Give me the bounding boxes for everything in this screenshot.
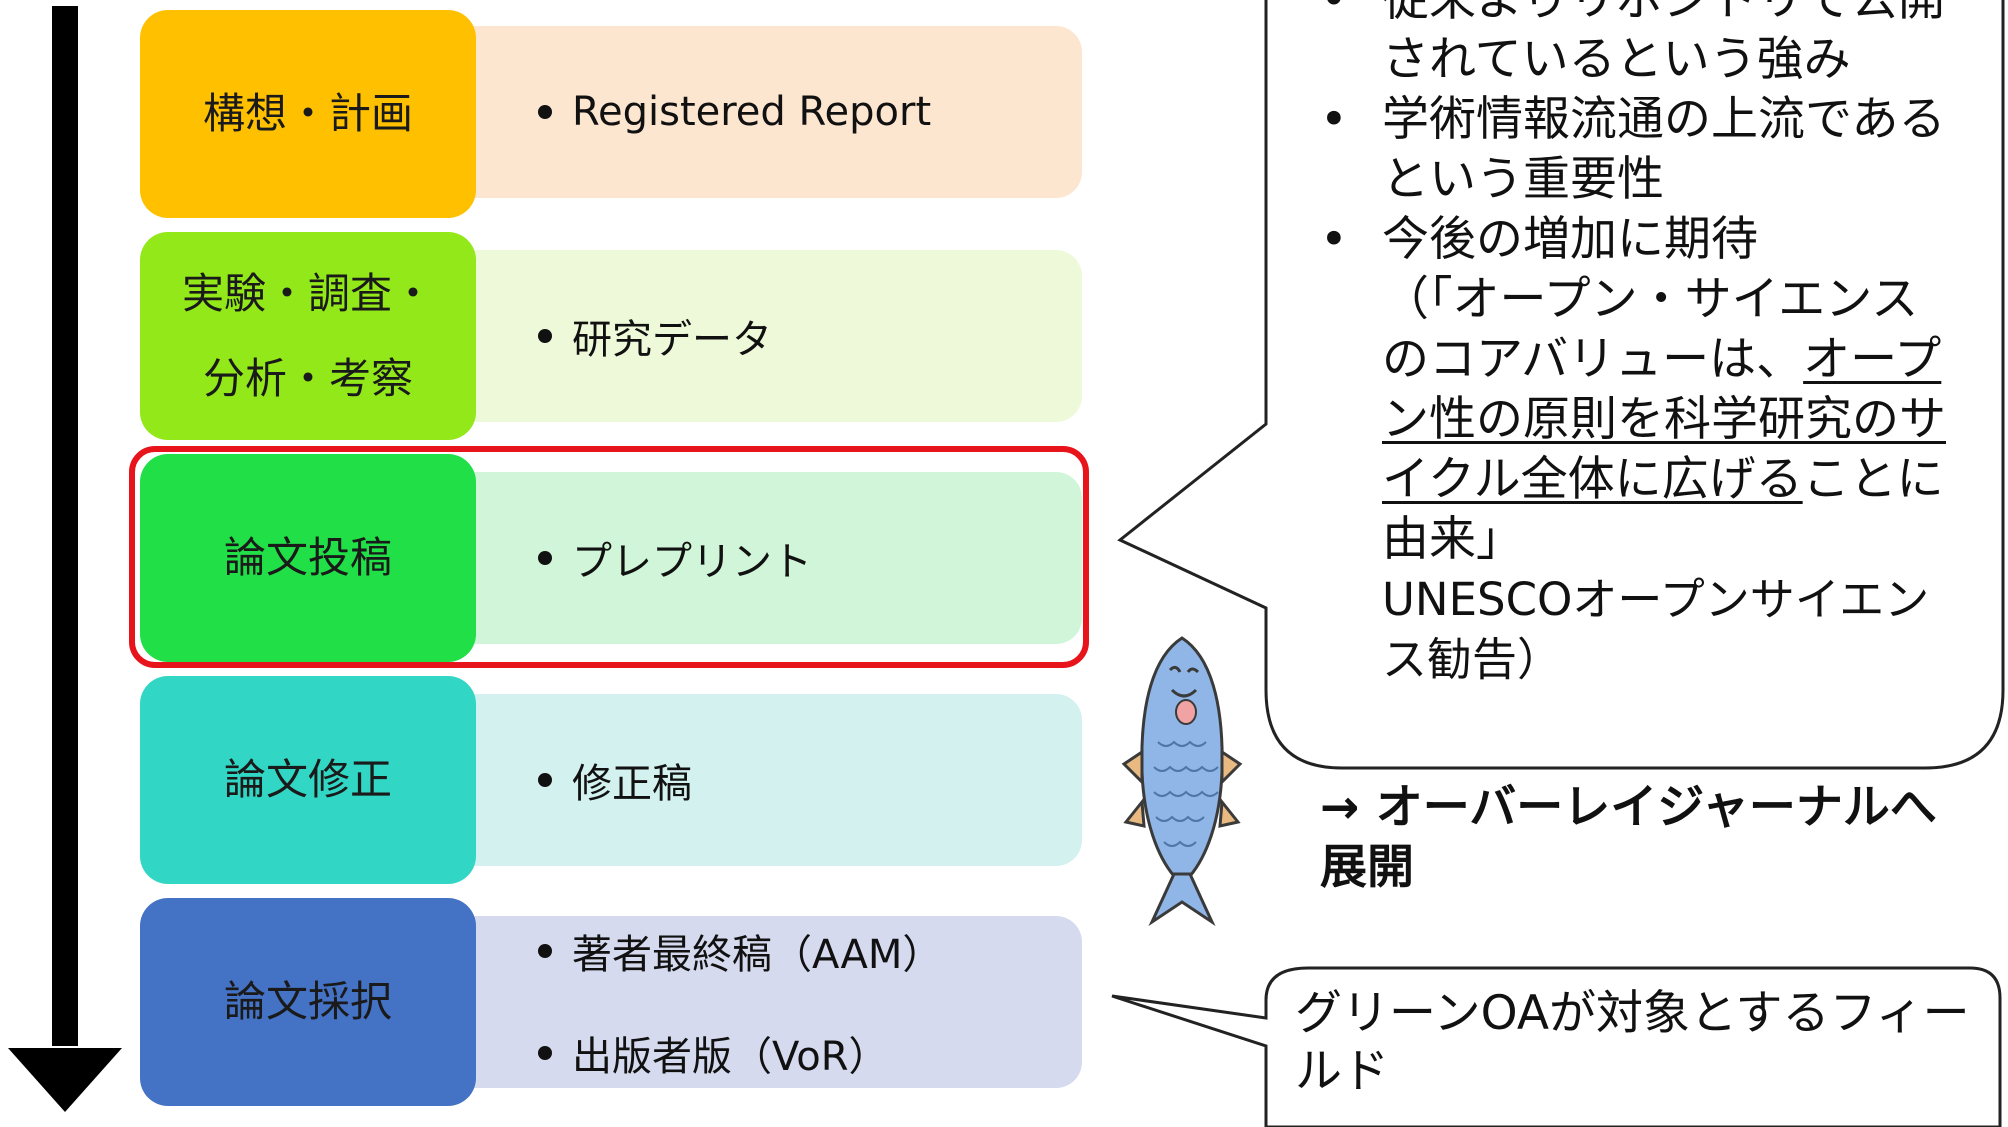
stage-panel-planning [450,26,1082,198]
stage-label-planning: 構想・計画 [140,10,476,218]
stage-panel-acceptance [450,916,1082,1088]
stage-items-revision: 修正稿 [538,694,692,866]
stage-items-submission: プレプリント [538,472,812,644]
list-item: 研究データ [538,307,772,365]
callout-text: • 従来よりリポジトリで公開されているという強み • 学術情報流通の上流であると… [1320,0,1960,690]
callout-item: • 従来よりリポジトリで公開されているという強み [1320,0,1960,90]
quote-source: UNESCOオープンサイエンス勧告） [1382,573,1930,686]
bullet-icon: • [1320,92,1348,147]
bullet-icon [538,105,552,119]
callout-item: • 今後の増加に期待 （「オープン・サイエンスのコアバリューは、オープン性の原則… [1320,210,1960,690]
callout-item-text: 今後の増加に期待 （「オープン・サイエンスのコアバリューは、オープン性の原則を科… [1382,210,1960,690]
green-oa-callout-text: グリーンOAが対象とするフィールド [1295,986,1970,1099]
list-item: 著者最終稿（AAM） [538,922,942,980]
stage-label-revision: 論文修正 [140,676,476,884]
stage-items-planning: Registered Report [538,26,931,198]
stage-items-acceptance: 著者最終稿（AAM） 出版者版（VoR） [538,898,942,1106]
callout-item-text: 学術情報流通の上流であるという重要性 [1382,92,1946,207]
stage-panel-revision [450,694,1082,866]
stage-item-text: 出版者版（VoR） [572,1034,889,1080]
list-item: 出版者版（VoR） [538,1024,942,1082]
bullet-icon: • [1320,0,1382,90]
callout-item-heading: 今後の増加に期待 [1382,212,1758,267]
callout-item-text: 従来よりリポジトリで公開されているという強み [1382,0,1945,87]
stage-label-line: 構想・計画 [202,89,413,139]
down-arrow-icon [8,6,122,1112]
stage-label-acceptance: 論文採択 [140,898,476,1106]
stage-panel-submission [450,472,1082,644]
stage-item-text: Registered Report [572,89,932,135]
bullet-icon [538,551,552,565]
stage-item-text: 著者最終稿（AAM） [572,932,943,978]
bullet-icon: • [1320,212,1348,267]
stage-items-experiment: 研究データ [538,250,772,422]
stage-label-line: 論文採択 [223,977,392,1027]
stage-item-text: 研究データ [572,317,772,363]
stage-item-text: プレプリント [572,539,812,585]
quote-underlined-text: オープン性の原則を科学研究のサイクル全体に広げる [1382,332,1946,507]
stage-label-submission: 論文投稿 [140,454,476,662]
stage-panel-experiment [450,250,1082,422]
list-item: 修正稿 [538,751,692,809]
stage-label-line: 実験・調査・ [181,268,434,318]
list-item: プレプリント [538,529,812,587]
bullet-icon [538,329,552,343]
bullet-icon [538,1046,552,1060]
fish-mascot-icon [1121,636,1243,927]
stage-label-experiment: 実験・調査・ 分析・考察 [140,232,476,440]
overlay-journal-text: → オーバーレイジャーナルへ展開 [1320,780,1937,895]
stage-label-line: 論文投稿 [223,533,392,583]
stage-label-line: 論文修正 [223,755,392,805]
callout-item: • 学術情報流通の上流であるという重要性 [1320,90,1960,210]
stage-item-text: 修正稿 [572,761,692,807]
quote-text: （「オープン・サイエンスのコアバリューは、 [1382,272,1919,387]
stage-label-line: 分析・考察 [202,354,413,403]
bullet-icon [538,944,552,958]
highlight-frame [129,446,1089,668]
bullet-icon [538,773,552,787]
quote-close-text: ことに由来」 [1382,452,1944,567]
list-item: Registered Report [538,89,931,135]
